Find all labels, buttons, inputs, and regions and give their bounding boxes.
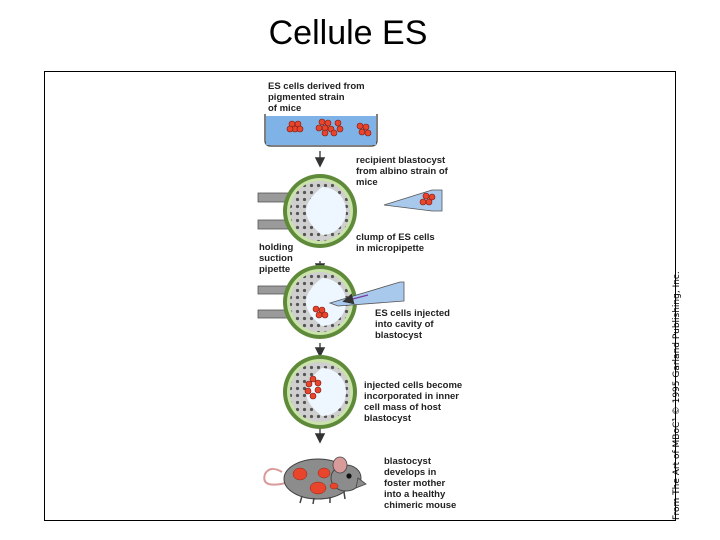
slide-title: Cellule ES — [268, 14, 428, 52]
culture-dish — [264, 114, 378, 147]
label-clump: clump of ES cells in micropipette — [356, 232, 435, 254]
label-holding-pipette: holding suction pipette — [259, 242, 294, 275]
es-cell-clump — [419, 192, 436, 206]
chimeric-blastocyst — [283, 355, 357, 429]
injection-micropipette — [328, 281, 405, 307]
es-cell-cluster — [286, 118, 372, 137]
label-injected: ES cells injected into cavity of blastoc… — [375, 308, 450, 341]
chimeric-mouse — [263, 456, 367, 505]
label-recipient-blastocyst: recipient blastocyst from albino strain … — [356, 155, 448, 188]
label-develops: blastocyst develops in foster mother int… — [384, 456, 457, 511]
label-es-cells: ES cells derived from pigmented strain o… — [268, 81, 365, 114]
recipient-blastocyst — [283, 174, 357, 248]
label-incorporated: injected cells become incorporated in in… — [364, 380, 463, 424]
injected-blastocyst — [283, 265, 357, 339]
micropipette — [383, 189, 443, 212]
figure-frame — [44, 71, 676, 521]
